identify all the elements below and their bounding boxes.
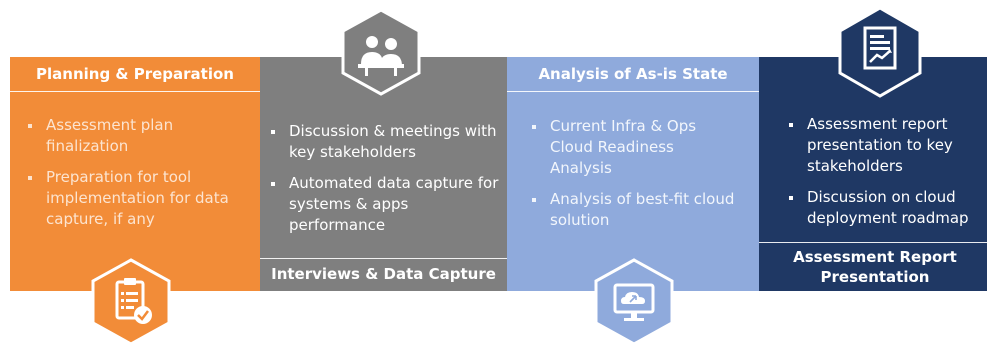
list-item: Discussion & meetings with key stakehold… — [269, 121, 501, 163]
stage-planning-title: Planning & Preparation — [36, 65, 234, 83]
stage-assessment-panel — [759, 57, 987, 291]
stage-interviews-bullets: Discussion & meetings with key stakehold… — [269, 121, 501, 246]
stage-analysis-divider — [507, 91, 759, 92]
stage-analysis-bullets: Current Infra & Ops Cloud Readiness Anal… — [530, 116, 740, 241]
stage-interviews-divider — [260, 258, 507, 259]
stage-planning-bullets: Assessment plan finalization Preparation… — [26, 115, 246, 240]
meeting-people-icon — [341, 8, 421, 96]
stage-assessment-bullets: Assessment report presentation to key st… — [787, 114, 982, 239]
stage-planning-divider — [10, 91, 262, 92]
stage-planning-panel — [10, 57, 260, 291]
stage-assessment-title: Assessment Report Presentation — [793, 248, 957, 286]
list-item: Assessment plan finalization — [26, 115, 246, 157]
list-item: Discussion on cloud deployment roadmap — [787, 187, 982, 229]
list-item: Current Infra & Ops Cloud Readiness Anal… — [530, 116, 740, 179]
list-item: Assessment report presentation to key st… — [787, 114, 982, 177]
list-item: Automated data capture for systems & app… — [269, 173, 501, 236]
cloud-monitor-icon — [594, 258, 674, 346]
stage-interviews-panel — [260, 57, 507, 291]
report-chart-icon — [838, 6, 922, 98]
stage-interviews-title: Interviews & Data Capture — [271, 265, 496, 283]
clipboard-check-icon — [91, 258, 171, 346]
list-item: Preparation for tool implementation for … — [26, 167, 246, 230]
stage-assessment-divider — [759, 242, 987, 243]
list-item: Analysis of best-fit cloud solution — [530, 189, 740, 231]
stage-analysis-panel — [507, 57, 759, 291]
stage-analysis-title: Analysis of As-is State — [538, 65, 728, 83]
